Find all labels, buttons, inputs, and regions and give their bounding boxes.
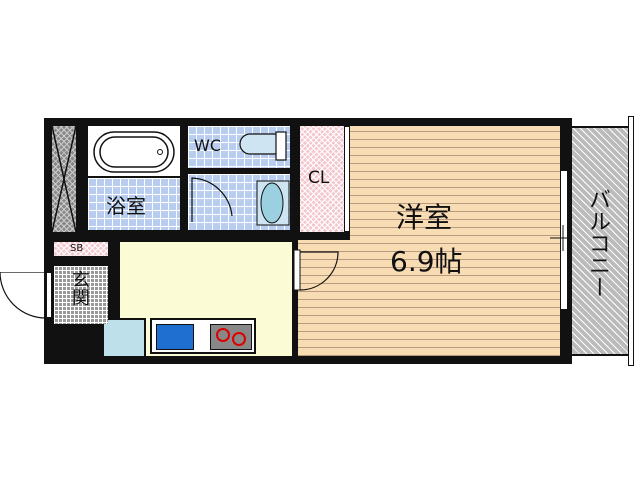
fridge-space [102, 318, 146, 358]
washbasin-icon [256, 180, 290, 226]
balcony-window[interactable] [560, 170, 568, 310]
western-room [350, 126, 560, 356]
entrance [54, 266, 108, 324]
bathroom [88, 178, 180, 230]
closet [300, 126, 344, 232]
bath-label: 浴室 [106, 194, 146, 218]
sink-icon [156, 324, 194, 350]
western-room-label: 洋室 [396, 201, 453, 234]
bathtub-icon [93, 131, 175, 173]
burner-icon [216, 328, 246, 346]
closet-door[interactable] [344, 126, 350, 232]
shoe-box-label: SB [70, 243, 84, 254]
shoe-box [54, 242, 108, 256]
balcony-rail [628, 116, 634, 366]
front-door[interactable] [46, 272, 52, 318]
wc-room [188, 126, 290, 168]
balcony-label: バルコニー [585, 188, 610, 298]
toilet-icon [239, 131, 287, 161]
entrance-label: 玄関 [69, 270, 90, 306]
closet-label: CL [308, 168, 330, 188]
western-room-lower [298, 240, 350, 356]
western-room-size: 6.9帖 [390, 245, 463, 278]
window-mark-icon [550, 225, 576, 251]
balcony [572, 126, 630, 356]
wc-label: WC [194, 136, 221, 155]
washroom-door-icon [191, 177, 233, 222]
pipe-shaft-cross-icon [52, 126, 76, 232]
room-door-icon [294, 249, 339, 291]
front-door-swing-icon [0, 272, 47, 319]
